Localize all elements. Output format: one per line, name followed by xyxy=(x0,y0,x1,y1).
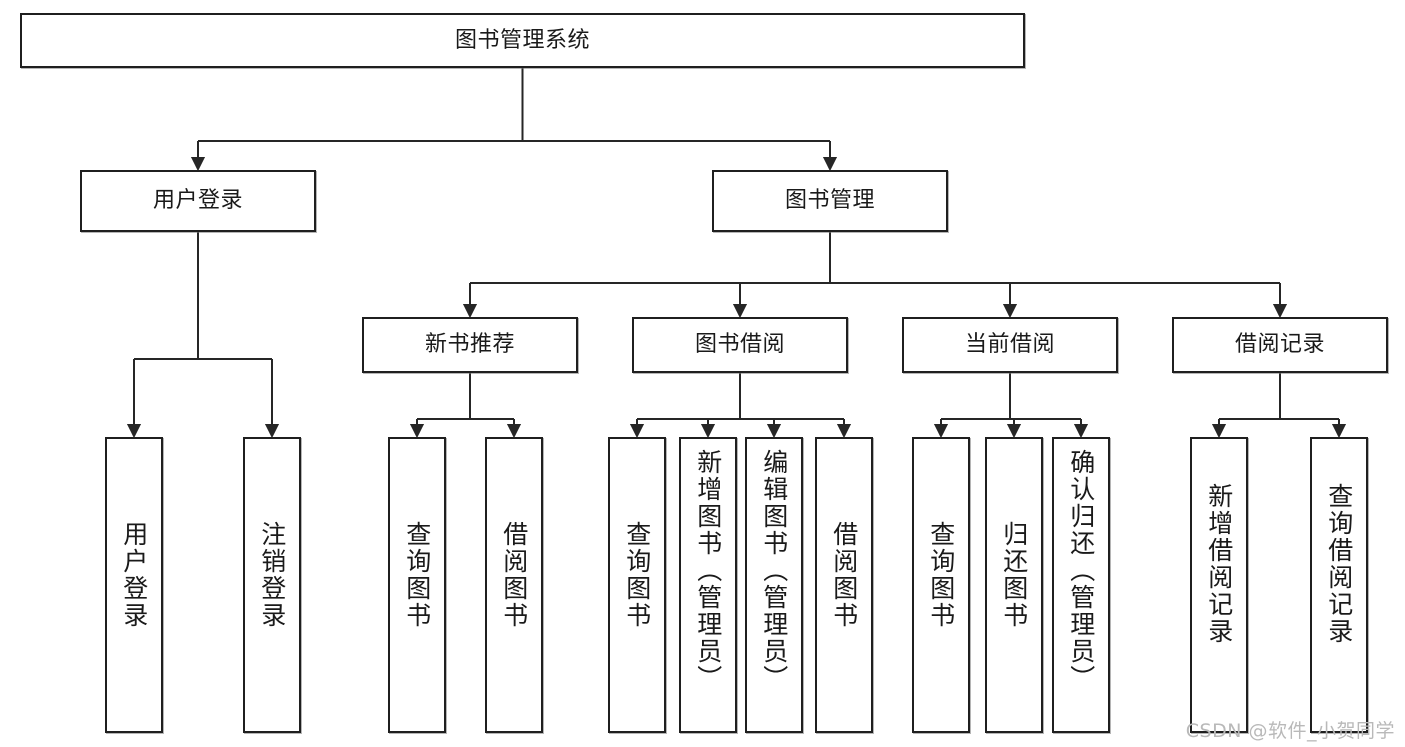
node-label: 编辑图书（管理员） xyxy=(759,449,789,692)
node-label: 新增借阅记录 xyxy=(1204,483,1234,645)
node-label: 注销登录 xyxy=(257,521,287,629)
node-label: 借阅图书 xyxy=(499,521,529,629)
node-leaf-bor-4[interactable]: 借阅图书 xyxy=(815,437,873,733)
node-label: 查询图书 xyxy=(402,521,432,629)
node-leaf-login-1[interactable]: 用户登录 xyxy=(105,437,163,733)
node-leaf-cur-3[interactable]: 确认归还（管理员） xyxy=(1052,437,1110,733)
watermark: CSDN @软件_小贺同学 xyxy=(1185,720,1395,742)
node-leaf-new-2[interactable]: 借阅图书 xyxy=(485,437,543,733)
node-root[interactable]: 图书管理系统 xyxy=(20,13,1025,68)
node-label: 当前借阅 xyxy=(964,332,1055,358)
node-label: 新增图书（管理员） xyxy=(693,449,723,692)
node-leaf-rec-2[interactable]: 查询借阅记录 xyxy=(1310,437,1368,733)
node-label: 用户登录 xyxy=(119,521,149,629)
node-login[interactable]: 用户登录 xyxy=(80,170,316,232)
node-leaf-bor-2[interactable]: 新增图书（管理员） xyxy=(679,437,737,733)
node-leaf-new-1[interactable]: 查询图书 xyxy=(388,437,446,733)
node-borrow[interactable]: 图书借阅 xyxy=(632,317,848,373)
node-leaf-login-2[interactable]: 注销登录 xyxy=(243,437,301,733)
node-label: 查询图书 xyxy=(926,521,956,629)
node-leaf-rec-1[interactable]: 新增借阅记录 xyxy=(1190,437,1248,733)
node-newbook[interactable]: 新书推荐 xyxy=(362,317,578,373)
node-leaf-bor-3[interactable]: 编辑图书（管理员） xyxy=(745,437,803,733)
node-leaf-bor-1[interactable]: 查询图书 xyxy=(608,437,666,733)
node-label: 归还图书 xyxy=(999,521,1029,629)
node-label: 图书管理系统 xyxy=(454,27,590,53)
node-label: 用户登录 xyxy=(152,188,243,214)
node-label: 查询图书 xyxy=(622,521,652,629)
node-label: 借阅图书 xyxy=(829,521,859,629)
node-records[interactable]: 借阅记录 xyxy=(1172,317,1388,373)
node-label: 借阅记录 xyxy=(1234,332,1325,358)
node-leaf-cur-2[interactable]: 归还图书 xyxy=(985,437,1043,733)
node-label: 新书推荐 xyxy=(424,332,515,358)
node-bookmgmt[interactable]: 图书管理 xyxy=(712,170,948,232)
node-label: 图书借阅 xyxy=(694,332,785,358)
node-leaf-cur-1[interactable]: 查询图书 xyxy=(912,437,970,733)
node-current[interactable]: 当前借阅 xyxy=(902,317,1118,373)
node-label: 查询借阅记录 xyxy=(1324,483,1354,645)
node-label: 图书管理 xyxy=(784,188,875,214)
node-label: 确认归还（管理员） xyxy=(1066,449,1096,692)
